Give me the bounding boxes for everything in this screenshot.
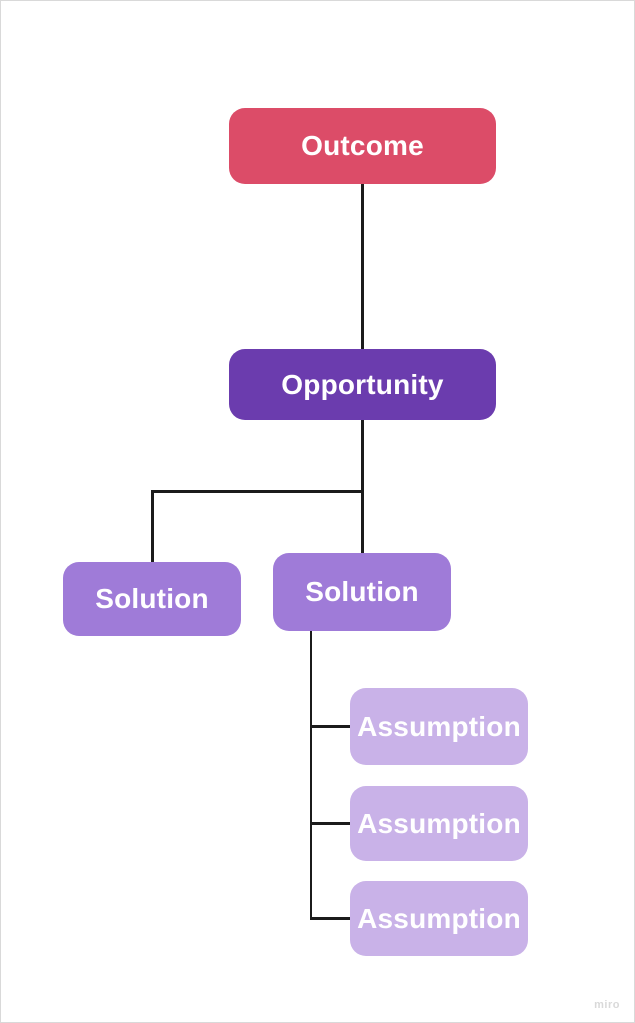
connector-branch-horizontal: [151, 490, 363, 493]
node-assumption-3-label: Assumption: [357, 902, 521, 934]
node-solution-right[interactable]: Solution: [273, 553, 451, 631]
connector-assumption-1-stub: [309, 725, 351, 728]
node-solution-right-label: Solution: [305, 576, 419, 607]
node-outcome-label: Outcome: [301, 130, 424, 161]
node-solution-left[interactable]: Solution: [63, 562, 241, 636]
node-opportunity[interactable]: Opportunity: [229, 349, 496, 420]
node-outcome[interactable]: Outcome: [229, 108, 496, 184]
connector-opportunity-solution-left: [151, 490, 154, 562]
node-assumption-2-label: Assumption: [357, 807, 521, 839]
node-solution-left-label: Solution: [95, 583, 209, 614]
node-opportunity-label: Opportunity: [281, 368, 444, 400]
node-assumption-1-label: Assumption: [357, 710, 521, 742]
connector-opportunity-solution-right: [361, 420, 364, 553]
connector-solution-assumptions-trunk: [309, 631, 312, 919]
node-assumption-2[interactable]: Assumption: [350, 786, 528, 861]
connector-outcome-opportunity: [361, 184, 364, 349]
connector-assumption-2-stub: [309, 822, 351, 825]
node-assumption-1[interactable]: Assumption: [350, 688, 528, 765]
connector-assumption-3-stub: [309, 917, 351, 920]
node-assumption-3[interactable]: Assumption: [350, 881, 528, 956]
miro-watermark: miro: [594, 999, 620, 1011]
